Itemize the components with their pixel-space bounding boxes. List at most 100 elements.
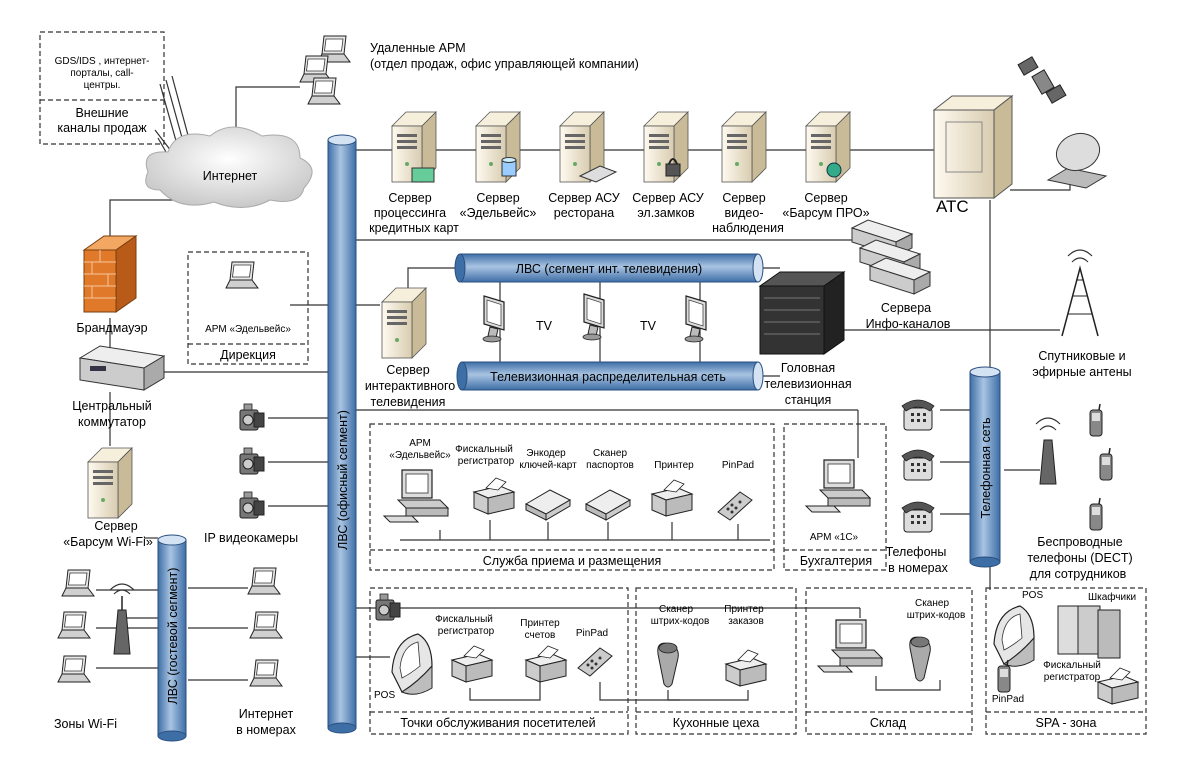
camera-icon — [375, 593, 401, 621]
direction-box: АРМ «Эдельвейс» Дирекция — [187, 251, 309, 365]
internet-cloud: Интернет — [145, 126, 313, 208]
server-icon — [381, 287, 427, 359]
laptop-icon — [249, 659, 283, 687]
gds-line2: порталы, call- — [70, 68, 133, 79]
access-point-icon — [109, 583, 135, 655]
lan-tv-label: ЛВС (сегмент инт. телевидения) — [516, 262, 702, 276]
dect-line2: телефоны (DECT) — [1027, 551, 1132, 565]
warehouse-box: Склад Сканер штрих-кодов — [805, 587, 973, 735]
ip-cameras-label: IP видеокамеры — [204, 531, 298, 545]
warehouse-title: Склад — [870, 716, 907, 730]
service-printer-l2: счетов — [525, 630, 556, 641]
head-station-line2: телевизионная — [764, 377, 851, 391]
service-points-box: Точки обслуживания посетителей POS Фиска… — [369, 587, 629, 735]
antennas-line2: эфирные антены — [1032, 365, 1131, 379]
ip-cameras: IP видеокамеры — [204, 403, 298, 545]
reception-scanner-l1: Сканер — [593, 448, 627, 459]
reception-scanner-l2: паспортов — [586, 460, 634, 471]
phone-icon — [901, 449, 935, 481]
server-label-l2: «Барсум ПРО» — [782, 206, 869, 220]
server-icon — [721, 111, 767, 183]
fiscal-printer-icon — [451, 645, 493, 683]
room-phones: Телефоны в номерах — [886, 399, 949, 575]
pinpad-icon — [717, 491, 753, 521]
wifi-zones-label: Зоны Wi-Fi — [54, 717, 117, 731]
laptop-icon — [61, 569, 95, 597]
laptop-icon — [225, 261, 259, 289]
spa-pos: POS — [1022, 590, 1043, 601]
office-lan-pipe: ЛВС (офисный сегмент) — [327, 134, 357, 734]
firewall-label: Брандмауэр — [76, 321, 147, 335]
passport-scanner-icon — [585, 489, 631, 521]
dect-line3: для сотрудников — [1030, 567, 1127, 581]
reception-printer: Принтер — [654, 460, 694, 471]
firewall: Брандмауэр — [76, 235, 148, 335]
pos-terminal-icon — [993, 605, 1035, 667]
itv-server-line2: интерактивного — [365, 379, 455, 393]
printer-icon — [651, 479, 693, 517]
ats-label: АТС — [936, 197, 969, 216]
server-label-l2: видео- — [725, 206, 764, 220]
phone-icon — [901, 501, 935, 533]
gds-box: GDS/IDS , интернет- порталы, call- центр… — [39, 31, 165, 145]
lan-tv-pipe: ЛВС (сегмент инт. телевидения) — [454, 253, 764, 283]
service-pos: POS — [374, 690, 395, 701]
server-label-l3: кредитных карт — [369, 221, 459, 235]
wifi-zones: Зоны Wi-Fi — [54, 569, 135, 731]
wifi-server-line1: Сервер — [94, 519, 137, 533]
remote-arm: Удаленные АРМ (отдел продаж, офис управл… — [299, 35, 639, 105]
barcode-scanner-icon — [657, 642, 679, 688]
guest-lan-label: ЛВС (гостевой сегмент) — [166, 568, 180, 705]
accounting-arm: АРМ «1С» — [810, 532, 859, 543]
server-locks: Сервер АСУ эл.замков — [632, 111, 704, 220]
phone-network-label: Телефонная сеть — [979, 418, 993, 519]
satellite-icon — [1017, 56, 1039, 76]
head-station: Головная телевизионная станция — [758, 271, 852, 407]
spa-box: SPA - зона POS Шкафчики Фискальный регис… — [985, 587, 1147, 735]
server-label-l1: Сервер — [722, 191, 765, 205]
server-label-l2: «Эдельвейс» — [460, 206, 537, 220]
gds-line3: центры. — [84, 80, 121, 91]
direction-label: Дирекция — [220, 348, 276, 362]
reception-fiscal-l1: Фискальный — [455, 444, 513, 455]
reception-encoder-l1: Энкодер — [526, 448, 566, 459]
reception-encoder-l2: ключей-карт — [519, 460, 577, 471]
direction-arm-label: АРМ «Эдельвейс» — [205, 324, 291, 335]
barcode-scanner-icon — [909, 636, 931, 682]
kitchen-box: Кухонные цеха Сканер штрих-кодов Принтер… — [635, 587, 797, 735]
switch-line1: Центральный — [72, 399, 151, 413]
kitchen-scanner-l1: Сканер — [659, 604, 693, 615]
warehouse-scanner-l1: Сканер — [915, 598, 949, 609]
camera-icon — [239, 403, 265, 431]
internet-rooms-line2: в номерах — [236, 723, 296, 737]
kitchen-title: Кухонные цеха — [673, 716, 760, 730]
itv-server-line1: Сервер — [386, 363, 429, 377]
laptop-icon — [249, 611, 283, 639]
office-lan-label: ЛВС (офисный сегмент) — [336, 410, 350, 550]
dect-line1: Беспроводные — [1037, 535, 1122, 549]
antenna-tower: Спутниковые и эфирные антены — [1032, 249, 1132, 379]
tv-label: TV — [536, 319, 553, 333]
switch-line2: коммутатор — [78, 415, 146, 429]
pinpad-icon — [577, 647, 613, 677]
server-label-l3: наблюдения — [712, 221, 784, 235]
service-fiscal-l1: Фискальный — [435, 614, 493, 625]
tv-label: TV — [640, 319, 657, 333]
info-servers-line1: Сервера — [881, 301, 931, 315]
itv-server: Сервер интерактивного телевидения — [365, 287, 455, 409]
server-label-l2: эл.замков — [637, 206, 695, 220]
central-switch: Центральный коммутатор — [72, 345, 166, 429]
card-encoder-icon — [525, 489, 571, 521]
server-label-l1: Сервер АСУ — [632, 191, 703, 205]
globe-icon — [826, 162, 842, 178]
dect: Беспроводные телефоны (DECT) для сотрудн… — [1027, 403, 1133, 581]
wifi-server-line2: «Барсум Wi-Fi» — [63, 535, 153, 549]
reception-title: Служба приема и размещения — [483, 554, 661, 568]
remote-arm-line2: (отдел продаж, офис управляющей компании… — [370, 57, 639, 71]
server-label-l2: ресторана — [554, 206, 614, 220]
tv-distribution-label: Телевизионная распределительная сеть — [490, 370, 726, 384]
dish-icon — [1055, 132, 1101, 172]
laptop-icon — [57, 611, 91, 639]
server-barsum-pro: Сервер «Барсум ПРО» — [782, 111, 870, 220]
kitchen-printer-l2: заказов — [728, 616, 764, 627]
